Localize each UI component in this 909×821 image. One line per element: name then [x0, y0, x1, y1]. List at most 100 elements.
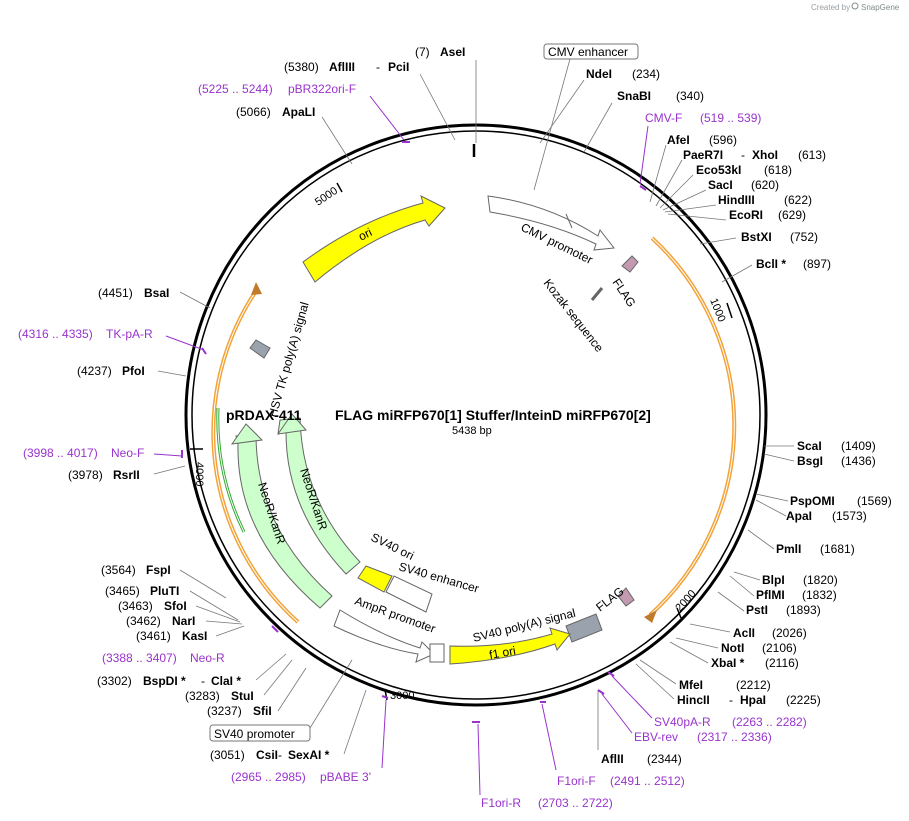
- site-afliii[interactable]: AflIII: [329, 60, 355, 74]
- site-apali[interactable]: ApaLI: [282, 105, 315, 119]
- site-hincii[interactable]: HincII: [677, 693, 710, 707]
- site-ecori[interactable]: EcoRI: [729, 208, 763, 222]
- site-afei[interactable]: AfeI: [667, 133, 690, 147]
- hsv-tk-polya-feature[interactable]: [249, 339, 271, 359]
- site-bsai[interactable]: BsaI: [144, 286, 169, 300]
- site-sfoi[interactable]: SfoI: [164, 599, 187, 613]
- site-paer7i[interactable]: PaeR7I: [683, 148, 723, 162]
- site-snabi-pos: (340): [676, 89, 704, 103]
- site-pmli[interactable]: PmlI: [776, 542, 801, 556]
- site-saci[interactable]: SacI: [708, 178, 733, 192]
- site-bspdi[interactable]: BspDI *: [143, 674, 186, 688]
- site-noti[interactable]: NotI: [721, 641, 744, 655]
- ampr-promoter-feature[interactable]: [333, 609, 445, 663]
- neor-inner-feature[interactable]: [276, 413, 361, 575]
- site-pmli-pos: (1681): [820, 542, 855, 556]
- site-scai[interactable]: ScaI: [797, 439, 822, 453]
- ori-label: ori: [356, 225, 374, 243]
- primer-ebv-rev[interactable]: EBV-rev: [634, 730, 678, 744]
- site-ndei[interactable]: NdeI: [586, 67, 612, 81]
- flag-1-feature[interactable]: [621, 255, 639, 273]
- site-afliii-pcii-separator: -: [376, 60, 380, 74]
- site-kasi[interactable]: KasI: [182, 629, 207, 643]
- site-paer7i-xhoi-separator: -: [741, 148, 745, 162]
- site-nari[interactable]: NarI: [172, 614, 195, 628]
- tick-5000: [336, 182, 343, 193]
- primer-tk-pa-r[interactable]: TK-pA-R: [106, 327, 153, 341]
- site-bsgi[interactable]: BsgI: [797, 454, 823, 468]
- site-sexai[interactable]: SexAI *: [288, 748, 330, 762]
- primer-neo-r[interactable]: Neo-R: [190, 651, 225, 665]
- site-csii[interactable]: CsiI: [256, 748, 278, 762]
- primer-sv40pa-r[interactable]: SV40pA-R: [654, 715, 711, 729]
- site-scai-pos: (1409): [841, 439, 876, 453]
- tick-label-2000: 2000: [673, 588, 698, 614]
- cmv-enhancer-label: CMV enhancer: [548, 45, 628, 59]
- site-aflii[interactable]: AflII: [601, 752, 624, 766]
- site-ndei-pos: (234): [632, 67, 660, 81]
- site-pluti[interactable]: PluTI: [150, 584, 179, 598]
- site-stui-pos: (3283): [185, 689, 220, 703]
- site-eco53ki-pos: (618): [764, 163, 792, 177]
- site-sfii[interactable]: SfiI: [253, 704, 272, 718]
- site-bsai-pos: (4451): [98, 286, 133, 300]
- site-bspdi-clai-separator: -: [201, 674, 205, 688]
- site-xbai[interactable]: XbaI *: [711, 656, 745, 670]
- cmv-promoter-feature[interactable]: [487, 195, 615, 251]
- neor-outer-feature[interactable]: [230, 423, 333, 609]
- site-csii-sexai-separator: -: [278, 748, 282, 762]
- site-acli-pos: (2026): [772, 626, 807, 640]
- sv40-ori-label: SV40 ori: [369, 530, 417, 563]
- site-fspi[interactable]: FspI: [146, 563, 171, 577]
- site-csii-sexai-pos: (3051): [210, 748, 245, 762]
- site-psti[interactable]: PstI: [746, 603, 768, 617]
- site-pcii[interactable]: PciI: [388, 60, 409, 74]
- snapgene-logo-icon: [851, 2, 859, 10]
- primer-cmv-f[interactable]: CMV-F: [645, 111, 682, 125]
- kozak-label: Kozak sequence: [541, 276, 607, 355]
- site-pflmi[interactable]: PflMI: [756, 588, 785, 602]
- primer-cmv-f-range: (519 .. 539): [700, 111, 761, 125]
- cmv-enhancer-box[interactable]: CMV enhancer: [543, 43, 639, 60]
- ori-feature[interactable]: [302, 195, 446, 283]
- site-mfei[interactable]: MfeI: [679, 678, 703, 692]
- tick-1000: [726, 302, 733, 319]
- site-bstxi-pos: (752): [790, 230, 818, 244]
- kozak-feature[interactable]: [590, 287, 604, 301]
- site-xbai-pos: (2116): [765, 656, 799, 670]
- sv40-enhancer-feature[interactable]: [385, 575, 433, 613]
- site-xhoi[interactable]: XhoI: [752, 148, 778, 162]
- site-hindiii[interactable]: HindIII: [718, 193, 755, 207]
- site-asei[interactable]: AseI: [440, 45, 465, 59]
- site-pfoi[interactable]: PfoI: [122, 364, 145, 378]
- site-apai[interactable]: ApaI: [786, 509, 812, 523]
- site-acli[interactable]: AclI: [733, 626, 755, 640]
- site-eco53ki[interactable]: Eco53kI: [696, 163, 741, 177]
- sv40-polya-feature[interactable]: [565, 613, 603, 643]
- primer-neo-f[interactable]: Neo-F: [111, 446, 144, 460]
- site-clai[interactable]: ClaI *: [211, 674, 241, 688]
- plasmid-description: FLAG miRFP670[1] Stuffer/InteinD miRFP67…: [335, 407, 651, 423]
- f1-ori-feature[interactable]: [449, 627, 571, 665]
- site-rsrii[interactable]: RsrII: [113, 468, 140, 482]
- primer-pbr322ori-f[interactable]: pBR322ori-F: [288, 82, 356, 96]
- site-pspomi[interactable]: PspOMI: [790, 494, 835, 508]
- site-pfoi-pos: (4237): [77, 364, 112, 378]
- sv40-ori-feature[interactable]: [357, 565, 393, 593]
- primer-tk-pa-r-range: (4316 .. 4335): [18, 327, 93, 341]
- site-apali-pos: (5066): [236, 105, 271, 119]
- sv40-promoter-box[interactable]: SV40 promoter: [209, 724, 311, 742]
- primer-f1ori-f[interactable]: F1ori-F: [557, 774, 596, 788]
- site-bcli[interactable]: BclI *: [756, 257, 786, 271]
- primer-f1ori-r[interactable]: F1ori-R: [481, 796, 521, 810]
- site-snabi[interactable]: SnaBI: [617, 89, 651, 103]
- site-blpi[interactable]: BlpI: [762, 573, 785, 587]
- site-bstxi[interactable]: BstXI: [741, 230, 772, 244]
- site-hpai[interactable]: HpaI: [740, 693, 766, 707]
- flag-2-feature[interactable]: [617, 587, 635, 607]
- primer-pbabe3[interactable]: pBABE 3': [320, 770, 371, 784]
- site-afei-pos: (596): [709, 133, 737, 147]
- primer-pbr322ori-f-range: (5225 .. 5244): [198, 82, 273, 96]
- tick-2000: [676, 607, 682, 619]
- site-stui[interactable]: StuI: [231, 689, 254, 703]
